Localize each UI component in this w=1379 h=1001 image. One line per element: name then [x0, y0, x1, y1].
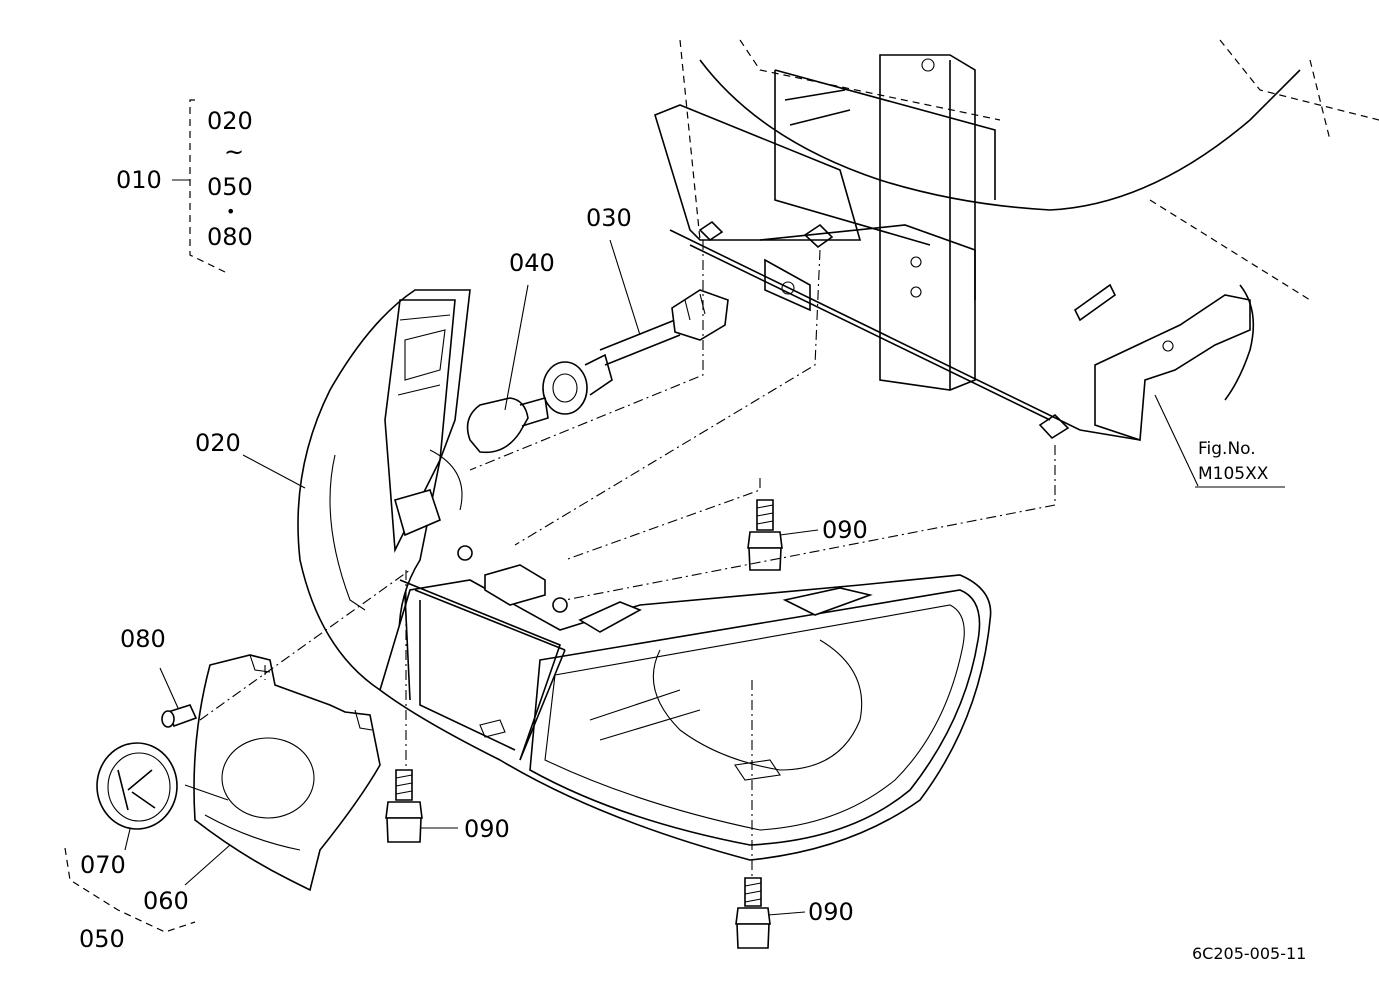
part-label-030: 030	[586, 204, 632, 232]
part-080-screw	[161, 704, 198, 728]
part-label-050: 050	[79, 925, 125, 953]
part-label-070: 070	[80, 851, 126, 879]
part-label-020: 020	[195, 429, 241, 457]
part-label-060: 060	[143, 887, 189, 915]
group-child-label-020: 020	[207, 107, 253, 135]
part-030-socket-harness	[542, 289, 729, 415]
leader-lines	[64, 99, 1285, 933]
part-090-bolt-c	[735, 877, 771, 949]
part-090-bolt-a	[747, 499, 783, 571]
part-label-040: 040	[509, 249, 555, 277]
part-090-bolt-b	[385, 769, 423, 843]
chassis-frame	[654, 39, 1379, 442]
part-label-080: 080	[120, 625, 166, 653]
part-020-left-housing	[297, 289, 471, 692]
range-mark: ~	[224, 138, 245, 166]
figure-ref-title: Fig.No.	[1198, 439, 1256, 459]
figure-ref-number: M105XX	[1198, 464, 1269, 484]
part-060-side-cover	[193, 654, 381, 892]
dot-mark: •	[226, 202, 236, 221]
assembly-lines	[199, 240, 1056, 878]
group-child-label-050: 050	[207, 173, 253, 201]
group-child-label-080: 080	[207, 223, 253, 251]
part-040-bulb	[466, 396, 549, 454]
part-070-emblem	[96, 742, 178, 830]
part-label-090-b: 090	[464, 815, 510, 843]
part-label-090-a: 090	[822, 516, 868, 544]
part-label-090-c: 090	[808, 898, 854, 926]
drawing-code: 6C205-005-11	[1192, 944, 1307, 963]
part-headlamp-assembly	[379, 545, 992, 861]
group-parent-label-010: 010	[116, 166, 162, 194]
